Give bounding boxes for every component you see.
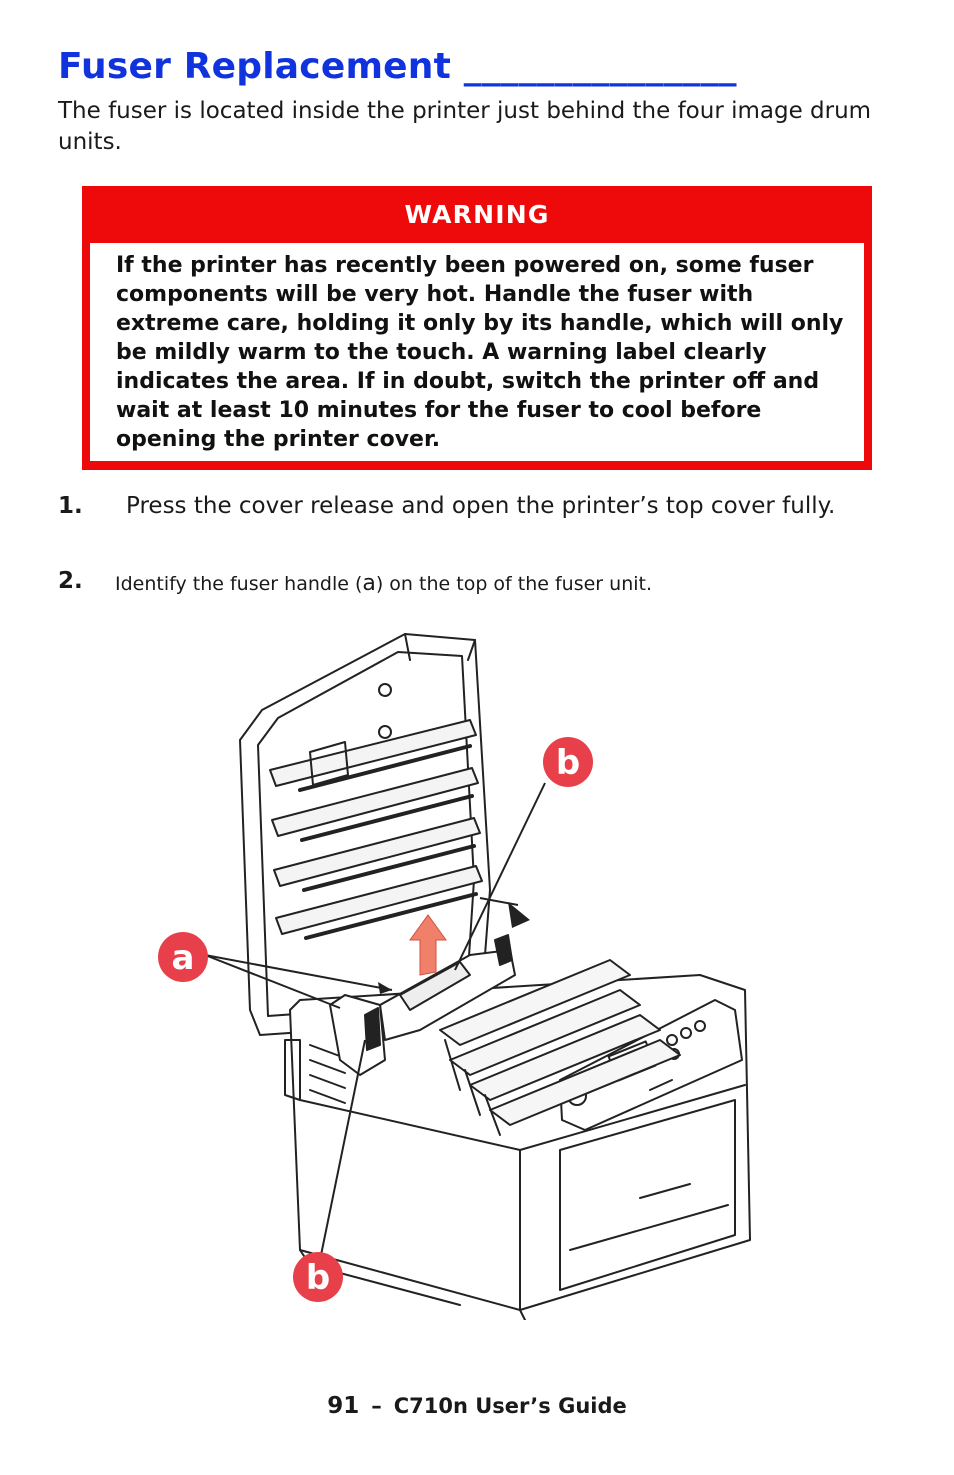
svg-text:b: b	[556, 743, 580, 783]
step-2: 2. Identify the fuser handle (a) on the …	[58, 566, 898, 598]
warning-box: WARNING If the printer has recently been…	[82, 186, 872, 470]
guide-title: C710n User’s Guide	[393, 1394, 627, 1418]
step-1: 1. Press the cover release and open the …	[58, 491, 898, 553]
callout-a: a	[158, 932, 208, 982]
page-footer: 91–C710n User’s Guide	[0, 1393, 954, 1419]
step-text: Press the cover release and open the pri…	[126, 493, 836, 519]
svg-text:b: b	[306, 1258, 330, 1298]
page-number: 91	[327, 1393, 360, 1419]
step-number: 2.	[58, 568, 83, 594]
page-title: Fuser Replacement _______________	[58, 46, 737, 87]
printer-illustration: a b b	[158, 633, 751, 1320]
svg-text:a: a	[172, 938, 195, 978]
step-number: 1.	[58, 493, 83, 519]
callout-b-bottom: b	[293, 1252, 343, 1302]
warning-text: If the printer has recently been powered…	[90, 243, 864, 461]
callout-b-top: b	[543, 737, 593, 787]
warning-heading: WARNING	[404, 200, 550, 229]
footer-separator: –	[371, 1394, 382, 1418]
step-text: Identify the fuser handle (a) on the top…	[115, 571, 653, 596]
intro-paragraph: The fuser is located inside the printer …	[58, 98, 872, 155]
